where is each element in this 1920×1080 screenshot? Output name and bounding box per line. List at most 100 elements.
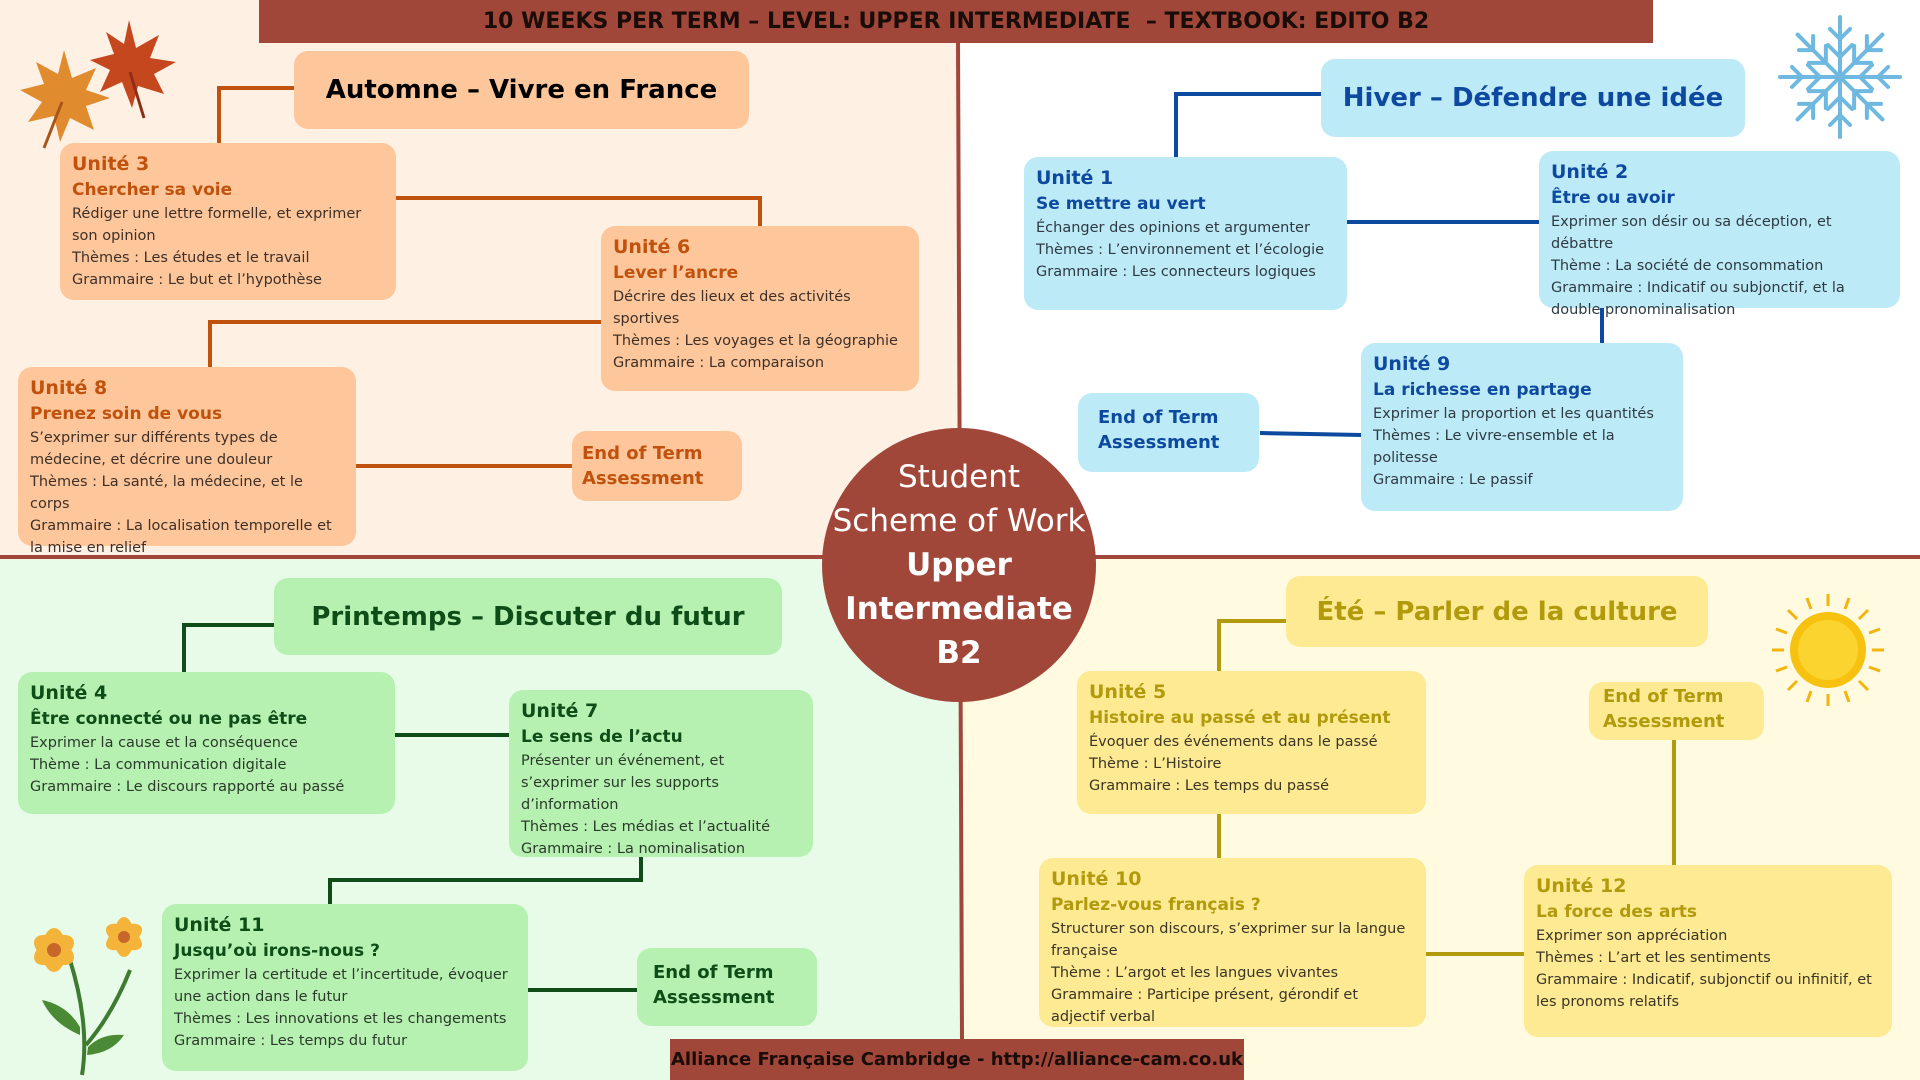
unit-themes: Thèmes : L’art et les sentiments xyxy=(1536,950,1771,966)
unit-objective: Structurer son discours, s’exprimer sur … xyxy=(1051,921,1406,959)
summer-title: Été – Parler de la culture xyxy=(1286,576,1708,647)
unit-objective: Exprimer la certitude et l’incertitude, … xyxy=(174,967,508,1005)
unit-2-card: Unité 2 Être ou avoir Exprimer son désir… xyxy=(1539,151,1900,318)
unit-9-card: Unité 9 La richesse en partage Exprimer … xyxy=(1361,343,1683,511)
unit-objective: Exprimer son désir ou sa déception, et d… xyxy=(1551,214,1832,252)
unit-number: Unité 1 xyxy=(1036,167,1114,189)
unit-objective: Rédiger une lettre formelle, et exprimer… xyxy=(72,206,362,244)
autumn-end-of-term: End of Term Assessment xyxy=(572,431,742,501)
maple-leaves-icon xyxy=(20,20,176,149)
unit-number: Unité 8 xyxy=(30,377,108,399)
page-title: 10 WEEKS PER TERM – LEVEL: UPPER INTERME… xyxy=(482,9,1430,34)
unit-12-card: Unité 12 La force des arts Exprimer son … xyxy=(1524,865,1892,1037)
unit-objective: Exprimer la proportion et les quantités xyxy=(1373,406,1654,422)
unit-grammar: Grammaire : Les temps du passé xyxy=(1089,778,1330,794)
spring-title: Printemps – Discuter du futur xyxy=(274,578,782,655)
unit-11-card: Unité 11 Jusqu’où irons-nous ? Exprimer … xyxy=(162,904,528,1071)
unit-title: Jusqu’où irons-nous ? xyxy=(174,941,380,961)
unit-number: Unité 4 xyxy=(30,682,108,704)
unit-number: Unité 10 xyxy=(1051,868,1142,890)
unit-grammar: Grammaire : La localisation temporelle e… xyxy=(30,518,332,556)
center-line-2: Scheme of Work xyxy=(832,503,1086,539)
unit-themes: Thèmes : Les innovations et les changeme… xyxy=(174,1011,507,1027)
unit-themes: Thème : L’argot et les langues vivantes xyxy=(1051,965,1339,981)
unit-objective: Échanger des opinions et argumenter xyxy=(1036,220,1310,236)
unit-number: Unité 5 xyxy=(1089,681,1167,703)
unit-3-card: Unité 3 Chercher sa voie Rédiger une let… xyxy=(60,143,396,300)
unit-themes: Thèmes : Le vivre-ensemble et la polites… xyxy=(1373,428,1615,466)
center-line-3: Upper xyxy=(906,547,1012,583)
unit-title: Chercher sa voie xyxy=(72,180,233,200)
unit-title: Histoire au passé et au présent xyxy=(1089,708,1391,728)
winter-title: Hiver – Défendre une idée xyxy=(1321,59,1745,137)
end-of-term-label: End of Term Assessment xyxy=(582,443,704,489)
unit-grammar: Grammaire : Participe présent, gérondif … xyxy=(1051,987,1359,1025)
unit-themes: Thème : La communication digitale xyxy=(30,757,287,773)
unit-themes: Thème : L’Histoire xyxy=(1089,756,1222,772)
end-of-term-label: End of Term Assessment xyxy=(653,962,775,1008)
end-of-term-label: End of Term Assessment xyxy=(1603,686,1725,732)
unit-8-card: Unité 8 Prenez soin de vous S’exprimer s… xyxy=(18,367,356,556)
unit-title: Se mettre au vert xyxy=(1036,194,1206,214)
unit-number: Unité 3 xyxy=(72,153,150,175)
unit-grammar: Grammaire : La nominalisation xyxy=(521,841,746,857)
unit-4-card: Unité 4 Être connecté ou ne pas être Exp… xyxy=(18,672,395,814)
unit-objective: Présenter un événement, et s’exprimer su… xyxy=(521,753,725,813)
center-circle: Student Scheme of Work Upper Intermediat… xyxy=(822,428,1096,702)
winter-title-text: Hiver – Défendre une idée xyxy=(1342,83,1724,113)
unit-themes: Thèmes : Les voyages et la géographie xyxy=(613,333,898,349)
unit-title: Être connecté ou ne pas être xyxy=(30,709,308,729)
unit-grammar: Grammaire : Le discours rapporté au pass… xyxy=(30,779,345,795)
flower-icon xyxy=(34,917,143,1076)
snowflake-icon xyxy=(1778,15,1902,139)
unit-number: Unité 2 xyxy=(1551,161,1629,183)
unit-5-card: Unité 5 Histoire au passé et au présent … xyxy=(1077,671,1426,814)
unit-grammar: Grammaire : Indicatif, subjonctif ou inf… xyxy=(1536,972,1872,1010)
unit-title: Le sens de l’actu xyxy=(521,727,683,747)
unit-title: Prenez soin de vous xyxy=(30,404,223,424)
footer-bar: Alliance Française Cambridge - http://al… xyxy=(670,1039,1244,1080)
unit-objective: Exprimer la cause et la conséquence xyxy=(30,735,298,751)
unit-objective: S’exprimer sur différents types de médec… xyxy=(30,430,278,468)
footer-text: Alliance Française Cambridge - http://al… xyxy=(670,1049,1244,1070)
spring-end-of-term: End of Term Assessment xyxy=(637,948,817,1026)
unit-title: La force des arts xyxy=(1536,902,1698,922)
unit-title: La richesse en partage xyxy=(1373,380,1592,400)
unit-title: Parlez-vous français ? xyxy=(1051,895,1261,915)
unit-grammar: Grammaire : Indicatif ou subjonctif, et … xyxy=(1551,280,1845,318)
unit-grammar: Grammaire : Le but et l’hypothèse xyxy=(72,272,322,288)
unit-themes: Thèmes : Les études et le travail xyxy=(72,250,310,266)
unit-objective: Décrire des lieux et des activités sport… xyxy=(613,289,851,327)
unit-number: Unité 11 xyxy=(174,914,265,936)
unit-6-card: Unité 6 Lever l’ancre Décrire des lieux … xyxy=(601,226,919,391)
autumn-title: Automne – Vivre en France xyxy=(294,51,749,129)
unit-grammar: Grammaire : Les connecteurs logiques xyxy=(1036,264,1316,280)
unit-number: Unité 6 xyxy=(613,236,691,258)
unit-themes: Thèmes : La santé, la médecine, et le co… xyxy=(30,474,303,512)
autumn-title-text: Automne – Vivre en France xyxy=(325,75,718,105)
unit-number: Unité 9 xyxy=(1373,353,1451,375)
summer-title-text: Été – Parler de la culture xyxy=(1316,596,1678,627)
unit-objective: Évoquer des événements dans le passé xyxy=(1089,734,1378,750)
end-of-term-label: End of Term Assessment xyxy=(1098,407,1220,453)
unit-number: Unité 12 xyxy=(1536,875,1627,897)
unit-themes: Thèmes : L’environnement et l’écologie xyxy=(1036,242,1325,258)
sun-icon xyxy=(1772,594,1884,706)
header-bar: 10 WEEKS PER TERM – LEVEL: UPPER INTERME… xyxy=(259,0,1653,43)
unit-1-card: Unité 1 Se mettre au vert Échanger des o… xyxy=(1024,157,1347,310)
unit-title: Être ou avoir xyxy=(1551,188,1675,208)
unit-grammar: Grammaire : Le passif xyxy=(1373,472,1533,488)
unit-number: Unité 7 xyxy=(521,700,599,722)
summer-end-of-term: End of Term Assessment xyxy=(1589,682,1764,740)
winter-end-of-term: End of Term Assessment xyxy=(1078,393,1259,472)
spring-title-text: Printemps – Discuter du futur xyxy=(311,601,745,632)
center-line-1: Student xyxy=(897,459,1021,495)
unit-7-card: Unité 7 Le sens de l’actu Présenter un é… xyxy=(509,690,813,857)
unit-title: Lever l’ancre xyxy=(613,263,739,283)
unit-themes: Thème : La société de consommation xyxy=(1551,258,1824,274)
unit-grammar: Grammaire : Les temps du futur xyxy=(174,1033,408,1049)
unit-grammar: Grammaire : La comparaison xyxy=(613,355,825,371)
center-line-4: Intermediate B2 xyxy=(845,591,1073,671)
unit-objective: Exprimer son appréciation xyxy=(1536,928,1728,944)
unit-themes: Thèmes : Les médias et l’actualité xyxy=(521,819,771,835)
